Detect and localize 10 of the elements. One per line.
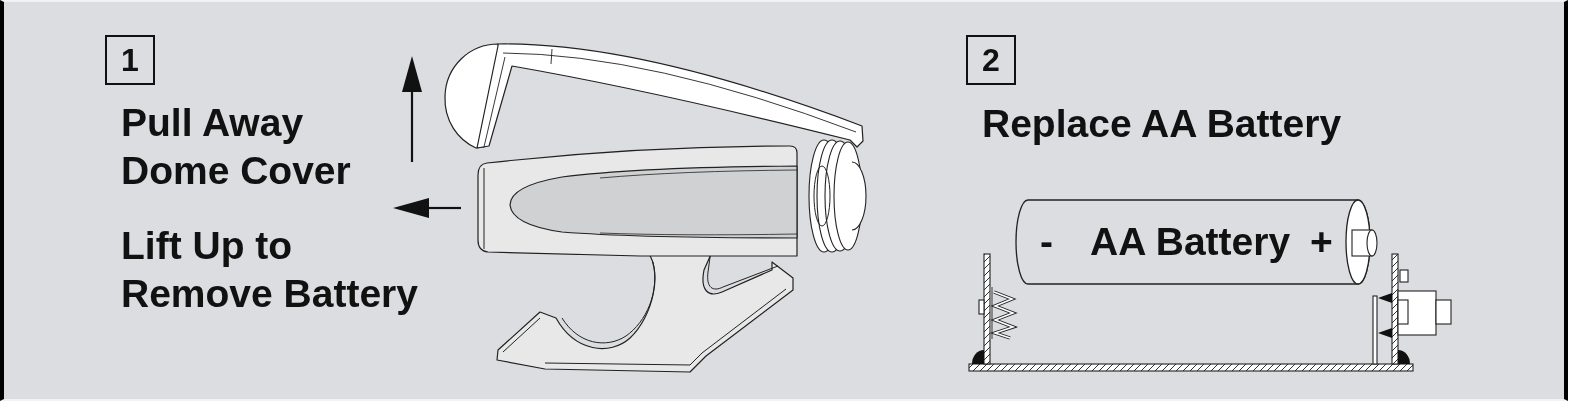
plus-sign: + — [1310, 222, 1333, 261]
minus-sign: - — [1040, 222, 1053, 261]
step-heading: Replace AA Battery — [982, 101, 1342, 147]
step-number-box — [105, 35, 155, 85]
step-number-box — [966, 35, 1016, 85]
instruction-text: Lift Up to Remove Battery — [121, 223, 419, 317]
step-number: 2 — [982, 44, 1000, 76]
battery-label: AA Battery — [1090, 222, 1291, 261]
instruction-text: Pull Away Dome Cover — [121, 100, 352, 194]
step-number: 1 — [121, 44, 139, 76]
